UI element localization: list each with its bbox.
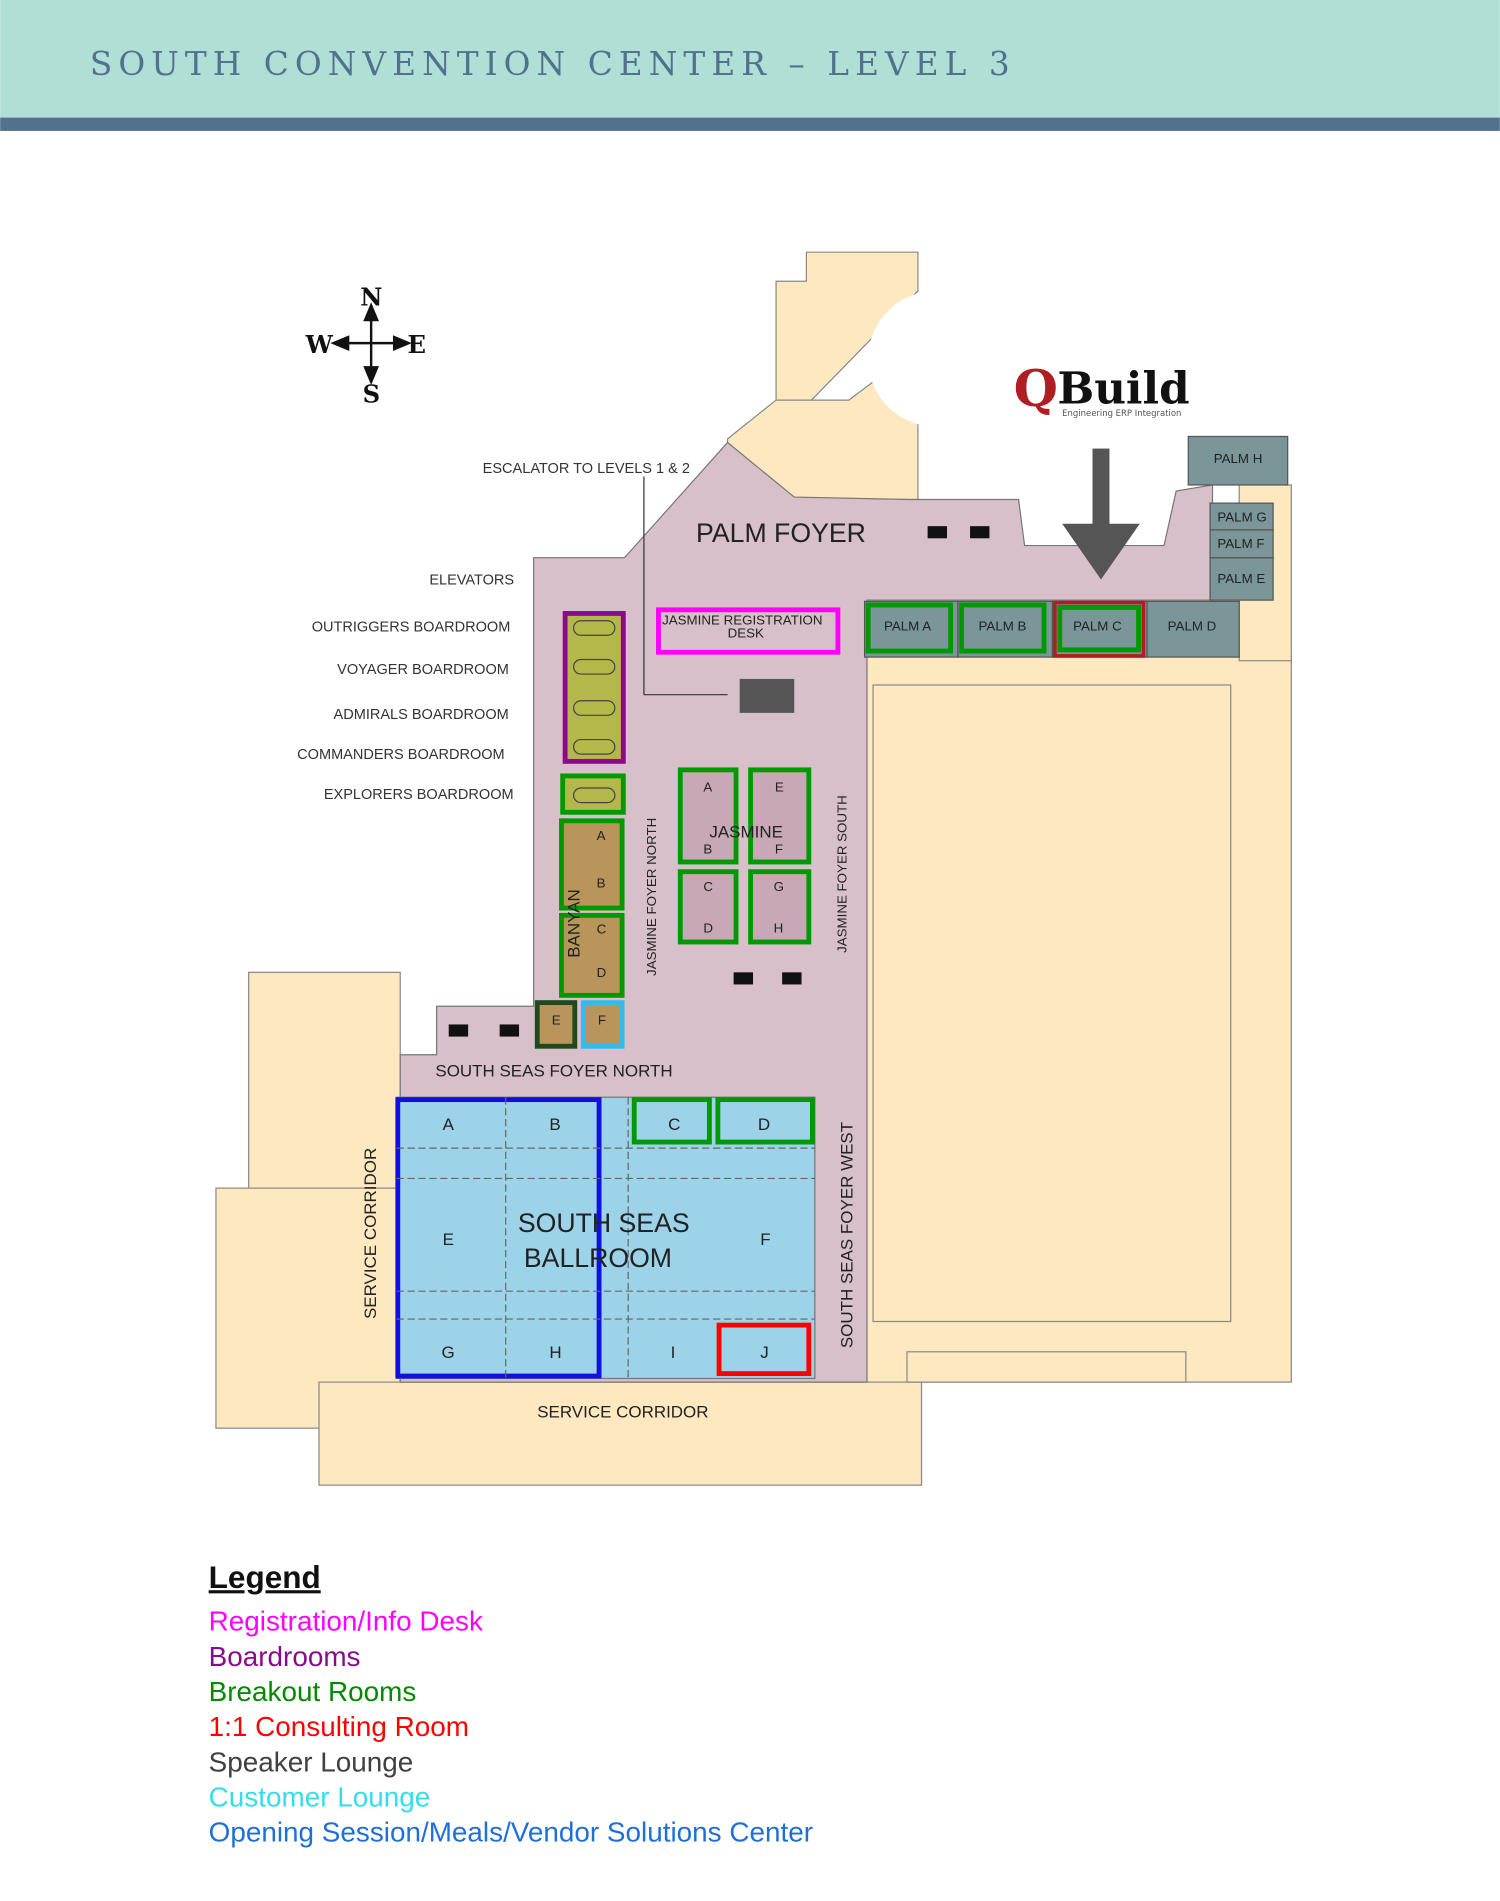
jasmine-foyer-north: JASMINE FOYER NORTH xyxy=(644,818,659,976)
ballroom-g: G xyxy=(441,1343,454,1362)
ssf-north-label: SOUTH SEAS FOYER NORTH xyxy=(435,1062,672,1081)
compass-e: E xyxy=(408,330,426,359)
palm-f: PALM F xyxy=(1217,536,1264,551)
jasmine-g: G xyxy=(774,879,784,894)
opening-session-border xyxy=(395,1097,602,1379)
jasmine-c: C xyxy=(703,879,713,894)
jasmine-d: D xyxy=(703,920,713,935)
compass-n: N xyxy=(360,283,382,312)
palm-d: PALM D xyxy=(1168,618,1217,633)
ssf-west-label: SOUTH SEAS FOYER WEST xyxy=(837,1122,856,1348)
explorers-boardroom xyxy=(560,773,626,815)
palm-b: PALM B xyxy=(979,618,1027,633)
compass-w: W xyxy=(305,330,334,359)
jasmine-foyer-south: JASMINE FOYER SOUTH xyxy=(834,795,849,953)
page-title: SOUTH CONVENTION CENTER – LEVEL 3 xyxy=(90,45,1016,83)
header-rule xyxy=(0,117,1500,131)
ballroom-d: D xyxy=(758,1115,770,1134)
legend-item: Boardrooms xyxy=(209,1641,361,1672)
ballroom-c: C xyxy=(668,1115,680,1134)
legend-item: Breakout Rooms xyxy=(209,1676,417,1707)
header-band xyxy=(0,0,1500,118)
palm-foyer-label: PALM FOYER xyxy=(696,518,866,548)
ballroom-b: B xyxy=(549,1115,560,1134)
boardroom-tables xyxy=(572,620,616,804)
palm-b-border xyxy=(959,602,1047,654)
ballroom xyxy=(395,1096,816,1380)
ballroom-label-1: SOUTH SEAS xyxy=(518,1208,690,1238)
banyan-f xyxy=(580,1000,625,1049)
ballroom-c-border xyxy=(631,1097,712,1145)
service-corridor-west: SERVICE CORRIDOR xyxy=(361,1148,380,1319)
commanders-label: COMMANDERS BOARDROOM xyxy=(297,747,504,763)
exhibit-hall xyxy=(872,684,1232,1323)
svg-text:Engineering ERP Integration: Engineering ERP Integration xyxy=(1062,408,1181,418)
jasmine-label: JASMINE xyxy=(709,823,783,842)
banyan-e-label: E xyxy=(552,1012,561,1027)
escalator-icon xyxy=(739,678,795,713)
jasmine-a: A xyxy=(703,780,712,795)
banyan-rooms xyxy=(559,818,625,998)
rotunda-cutout xyxy=(868,290,1004,427)
registration-desk xyxy=(656,607,841,655)
banyan-d: D xyxy=(597,965,607,980)
qbuild-logo: Q Build Engineering ERP Integration xyxy=(1014,359,1190,419)
jasmine-e: E xyxy=(775,780,784,795)
arrow-down-icon xyxy=(1062,448,1140,580)
legend-item: Customer Lounge xyxy=(209,1781,431,1812)
palm-a: PALM A xyxy=(884,618,931,633)
jasmine-f: F xyxy=(775,842,783,857)
ballroom-label-2: BALLROOM xyxy=(524,1243,672,1273)
palm-c: PALM C xyxy=(1073,618,1122,633)
ballroom-j: J xyxy=(760,1343,768,1362)
ballroom-f: F xyxy=(760,1230,770,1249)
banyan-f-label: F xyxy=(598,1012,606,1027)
palm-e: PALM E xyxy=(1217,571,1265,586)
jasmine-rooms xyxy=(677,767,812,945)
voyager-label: VOYAGER BOARDROOM xyxy=(337,662,509,678)
consulting-room-border xyxy=(716,1322,812,1377)
ballroom-partitions xyxy=(396,1097,815,1379)
escalator-label: ESCALATOR TO LEVELS 1 & 2 xyxy=(483,461,690,477)
legend-item: Opening Session/Meals/Vendor Solutions C… xyxy=(209,1817,813,1848)
palm-c-border xyxy=(1057,604,1141,653)
palm-g: PALM G xyxy=(1217,509,1266,524)
jasmine-b: B xyxy=(703,842,712,857)
palm-c-red-border xyxy=(1053,600,1146,658)
admirals-label: ADMIRALS BOARDROOM xyxy=(334,707,509,723)
palm-h: PALM H xyxy=(1214,451,1263,466)
compass-icon xyxy=(330,302,412,386)
legend-item: Speaker Lounge xyxy=(209,1746,414,1777)
banyan-c: C xyxy=(597,922,607,937)
palm-a-border xyxy=(865,602,954,654)
ballroom-e: E xyxy=(443,1230,454,1249)
legend-title: Legend xyxy=(209,1559,321,1595)
compass-s: S xyxy=(363,380,381,409)
ballroom-i: I xyxy=(671,1343,676,1362)
banyan-e xyxy=(534,1000,578,1049)
ballroom-a: A xyxy=(443,1115,455,1134)
legend-item: Registration/Info Desk xyxy=(209,1606,483,1637)
outriggers-label: OUTRIGGERS BOARDROOM xyxy=(312,620,511,636)
registration-label: JASMINE REGISTRATION xyxy=(662,612,822,627)
banyan-label: BANYAN xyxy=(565,889,584,958)
explorers-label: EXPLORERS BOARDROOM xyxy=(324,787,514,803)
banyan-b: B xyxy=(597,875,606,890)
banyan-a: A xyxy=(597,828,606,843)
ballroom-d-border xyxy=(715,1097,815,1145)
ballroom-h: H xyxy=(549,1343,561,1362)
svg-text:Build: Build xyxy=(1057,364,1189,415)
restroom-icons xyxy=(448,526,990,1037)
service-corridor-south: SERVICE CORRIDOR xyxy=(537,1402,708,1421)
svg-text:Q: Q xyxy=(1014,359,1058,419)
legend-item: 1:1 Consulting Room xyxy=(209,1711,469,1742)
jasmine-h: H xyxy=(774,920,784,935)
elevators-label: ELEVATORS xyxy=(429,572,514,588)
registration-label-2: DESK xyxy=(728,626,764,641)
boardrooms-block xyxy=(562,611,626,764)
